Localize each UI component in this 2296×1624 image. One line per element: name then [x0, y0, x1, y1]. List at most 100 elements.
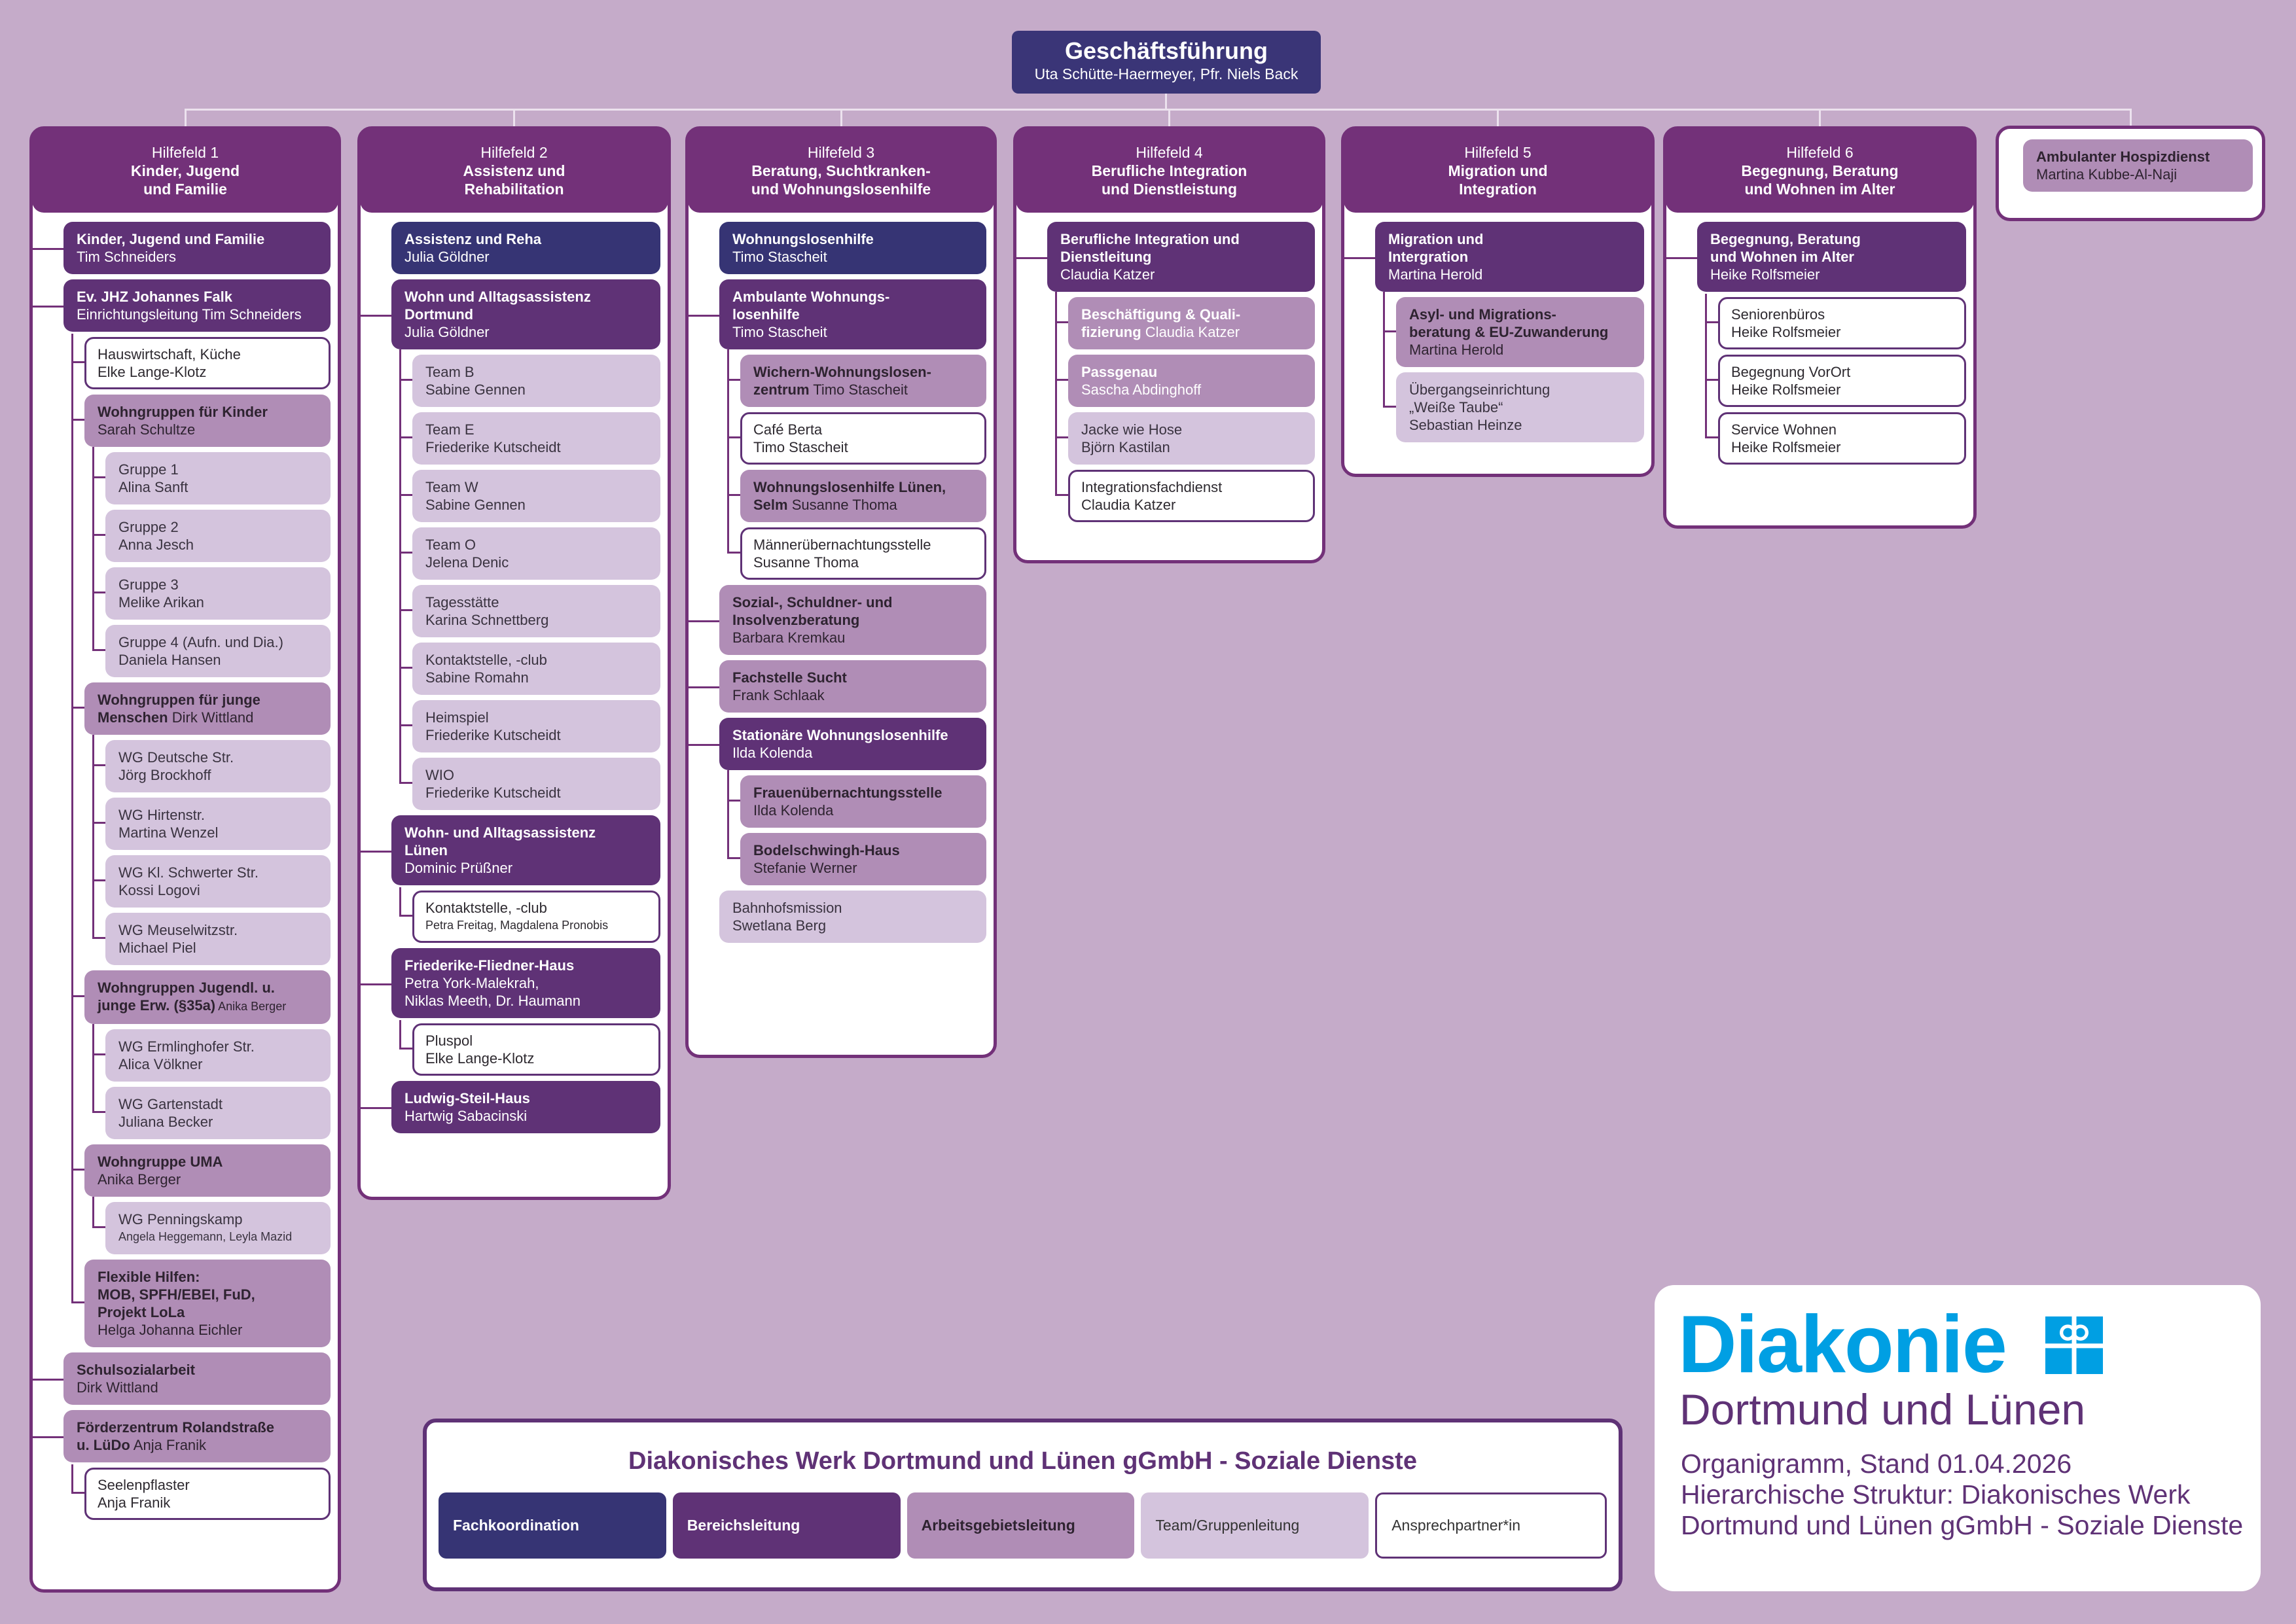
unit-name: Anna Jesch [118, 537, 194, 553]
unit-name: Angela Heggemann, Leyla Mazid [118, 1230, 293, 1243]
column-label: Hilfefeld 5 [1464, 144, 1532, 161]
unit-name: Heike Rolfsmeier [1731, 381, 1841, 398]
unit-title: Integrationsfachdienst [1081, 479, 1223, 495]
unit-title: WG Gartenstadt [118, 1096, 223, 1112]
diakonie-cross-icon [2045, 1316, 2103, 1374]
unit-title: Bodelschwingh-Haus [753, 842, 900, 858]
org-unit-box: WG Deutsche Str.Jörg Brockhoff [92, 735, 331, 792]
unit-title: Bahnhofsmission [732, 900, 842, 916]
unit-title: Wohngruppen für Kinder [98, 404, 268, 420]
column-label: Hilfefeld 3 [807, 144, 875, 161]
unit-title: WG Kl. Schwerter Str. [118, 864, 259, 881]
unit-name: Dirk Wittland [171, 709, 254, 726]
unit-name: Swetlana Berg [732, 917, 827, 934]
unit-title: Beschäftigung & Quali- fizierung [1081, 306, 1241, 340]
unit-name: Heike Rolfsmeier [1731, 439, 1841, 455]
unit-title: Migration und Intergration [1388, 231, 1484, 265]
unit-title: Café Berta [753, 421, 823, 438]
management-title: Geschäftsführung [1064, 37, 1268, 64]
unit-name: Karina Schnettberg [425, 612, 549, 628]
unit-name: Sabine Gennen [425, 497, 526, 513]
org-unit: Wohngruppen Jugendl. u. junge Erw. (§35a… [71, 965, 331, 1144]
unit-name: Alina Sanft [118, 479, 188, 495]
unit-name: Alica Völkner [118, 1056, 203, 1072]
unit-name: Anja Franik [98, 1494, 171, 1511]
unit-name: Barbara Kremkau [732, 629, 846, 646]
org-unit: Sozial-, Schuldner- und Insolvenzberatun… [689, 585, 986, 655]
connector-line [1819, 109, 1821, 127]
unit-title: Kinder, Jugend und Familie [77, 231, 265, 247]
unit-title: Team B [425, 364, 475, 380]
column-title: Begegnung, Beratung und Wohnen im Alter [1741, 162, 1899, 198]
org-unit-box: WG Kl. Schwerter Str.Kossi Logovi [92, 850, 331, 908]
unit-name: Petra York-Malekrah, Niklas Meeth, Dr. H… [404, 975, 581, 1009]
unit-title: Ambulante Wohnungs- losenhilfe [732, 289, 890, 323]
unit-title: WG Hirtenstr. [118, 807, 206, 823]
unit-name: Claudia Katzer [1081, 497, 1176, 513]
unit-title: Team O [425, 537, 476, 553]
sub-units: WG Deutsche Str.Jörg Brockhoff WG Hirtens… [92, 735, 331, 965]
unit-title: Frauenübernachtungsstelle [753, 785, 942, 801]
unit-title: Übergangseinrichtung „Weiße Taube“ [1409, 381, 1551, 415]
unit-name: Jörg Brockhoff [118, 767, 211, 783]
unit-name: Dirk Wittland [77, 1379, 158, 1396]
org-unit-box: Berufliche Integration und Dienstleitung… [1016, 222, 1315, 292]
unit-name: Dominic Prüßner [404, 860, 513, 876]
legend-item: Ansprechpartner*in [1375, 1492, 1607, 1559]
unit-name: Timo Stascheit [813, 381, 908, 398]
column-title: Beratung, Suchtkranken- und Wohnungslose… [751, 162, 931, 198]
unit-title: Begegnung, Beratung und Wohnen im Alter [1710, 231, 1861, 265]
org-unit: Übergangseinrichtung „Weiße Taube“Sebast… [1383, 367, 1644, 442]
unit-title: Pluspol [425, 1033, 473, 1049]
legend-item: Arbeitsgebietsleitung [906, 1492, 1135, 1559]
unit-title: WG Ermlinghofer Str. [118, 1038, 255, 1055]
unit-title: Berufliche Integration und Dienstleitung [1060, 231, 1240, 265]
unit-title: Seelenpflaster [98, 1477, 190, 1493]
org-unit-box: Ambulanter Hospizdienst Martina Kubbe-Al… [2023, 139, 2253, 192]
unit-title: WIO [425, 767, 454, 783]
